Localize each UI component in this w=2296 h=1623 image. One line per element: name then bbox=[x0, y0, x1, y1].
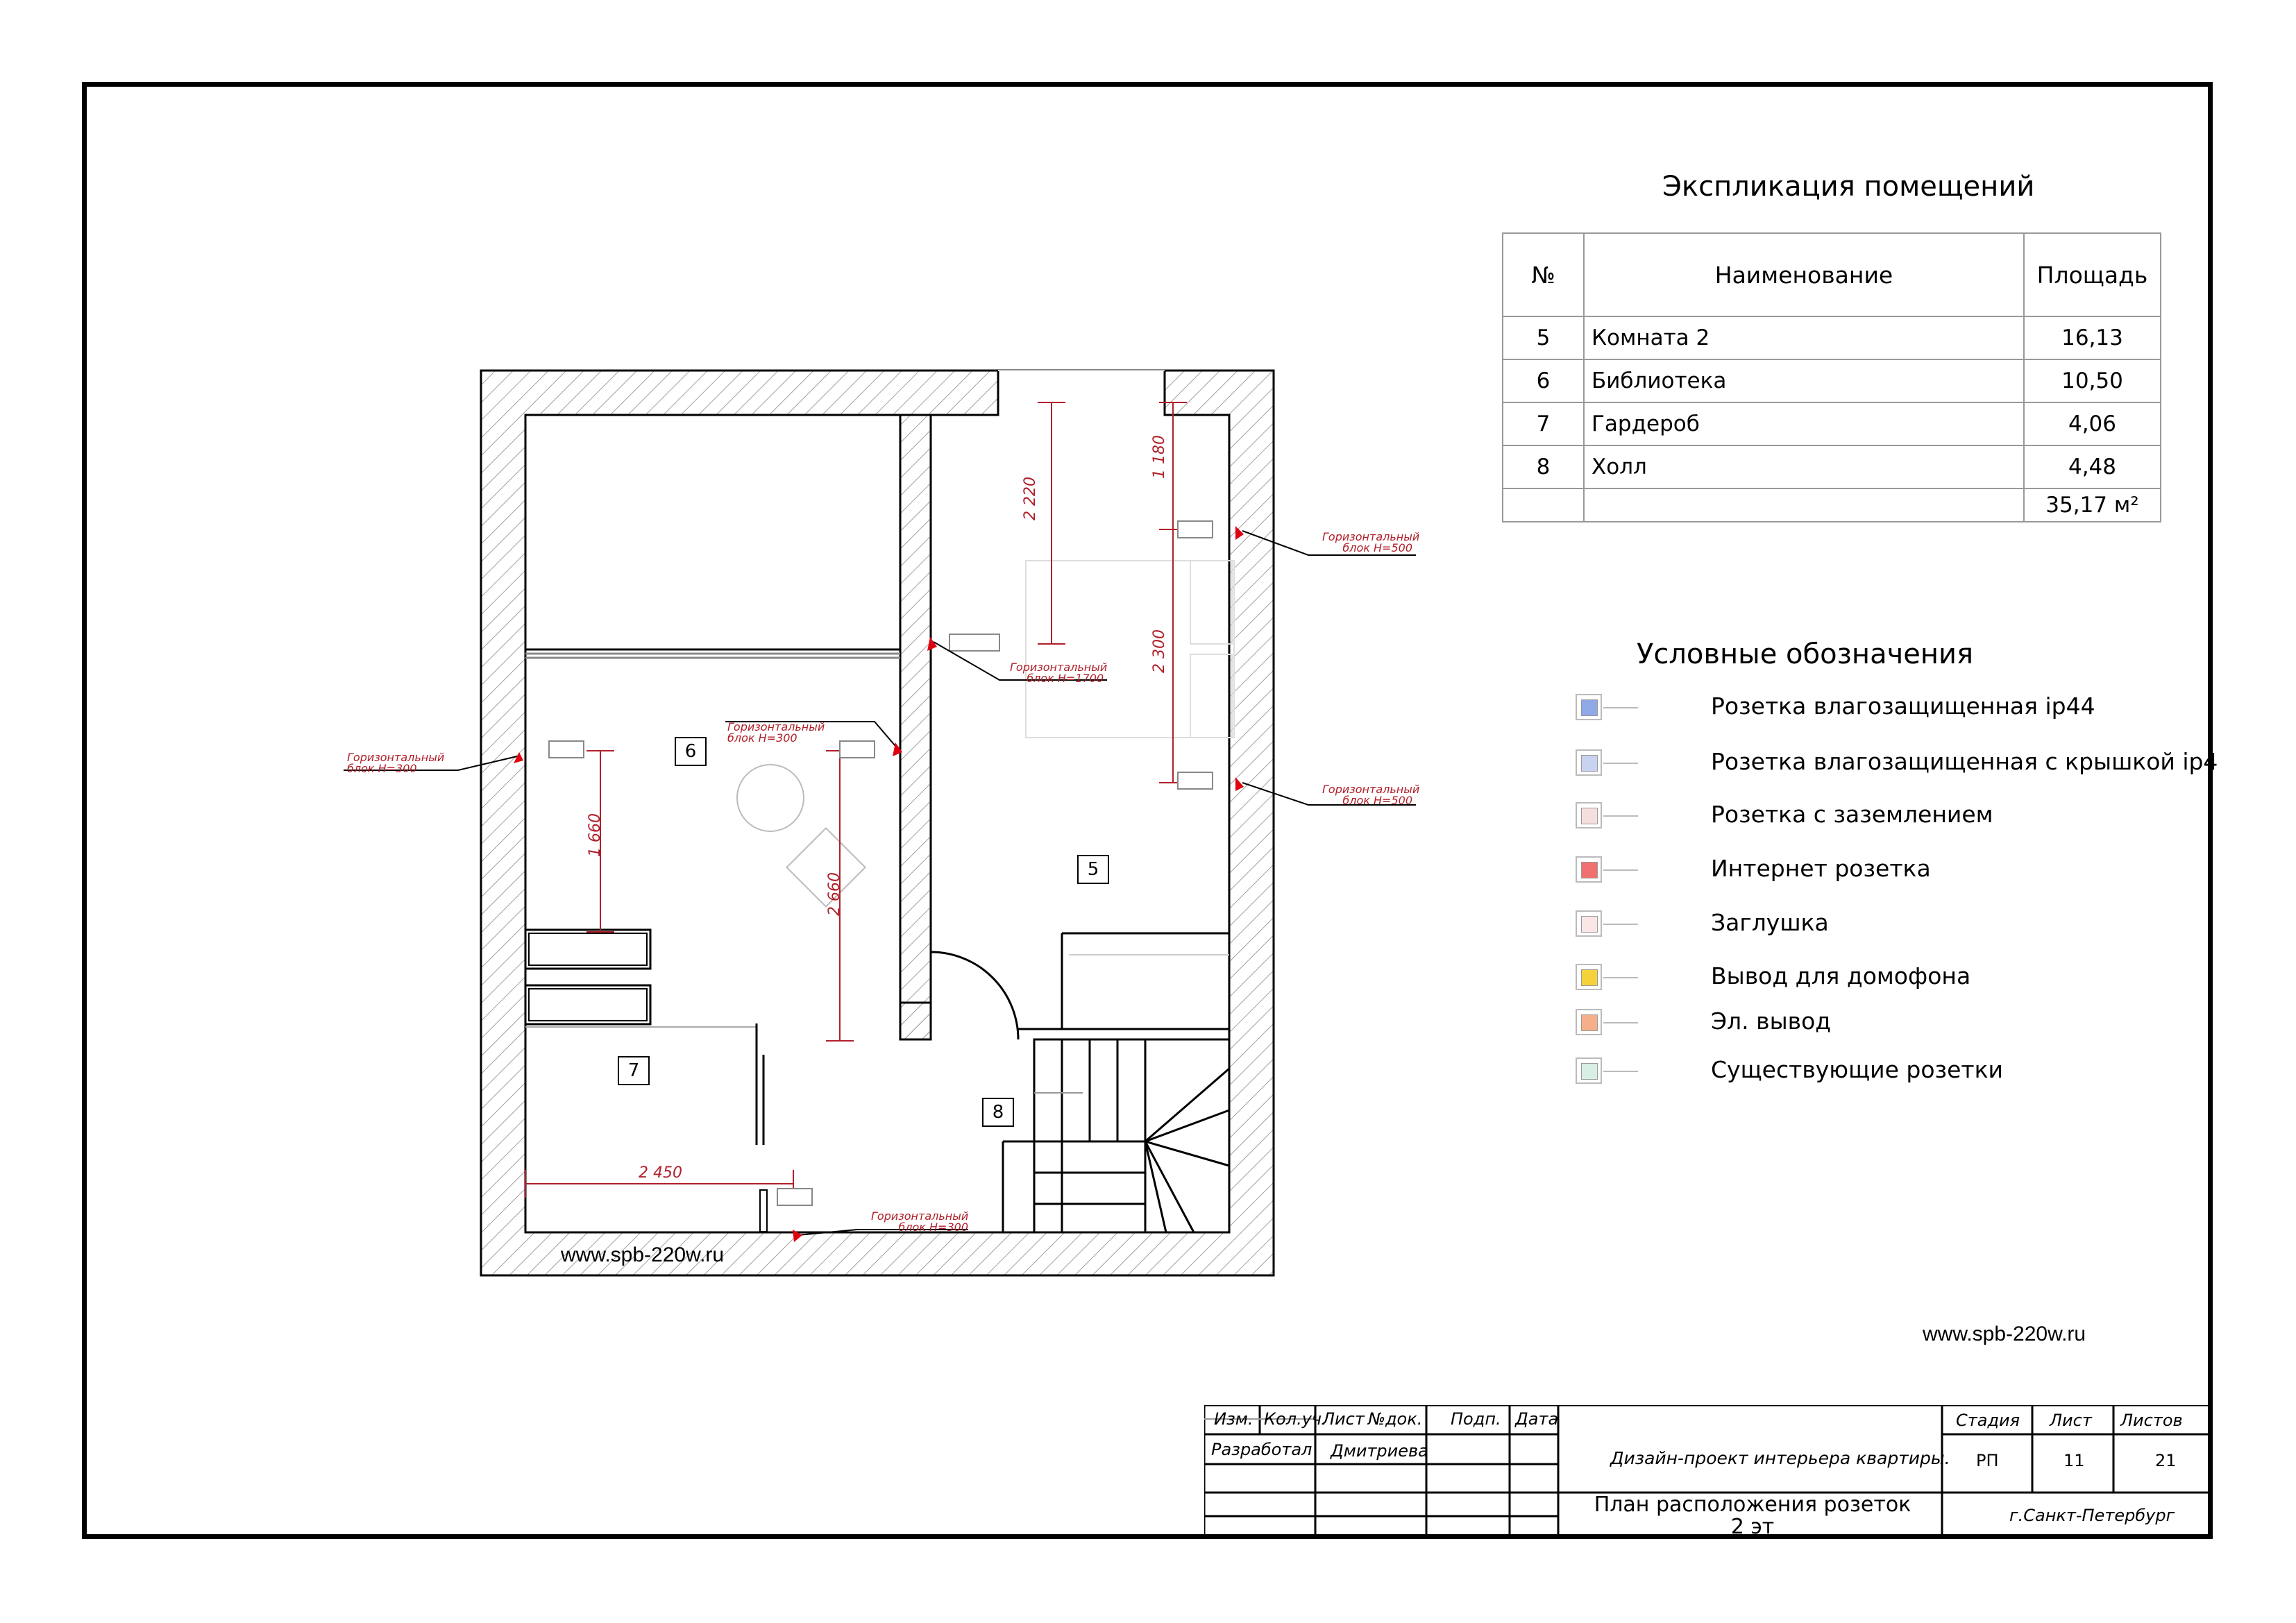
electric-outlet-icon bbox=[1576, 1009, 1638, 1035]
dimension-label: 2 450 bbox=[639, 1164, 682, 1182]
dimension-label: 1 180 bbox=[1151, 435, 1168, 479]
legend-label: Существующие розетки bbox=[1711, 1056, 2003, 1083]
row-name: Гардероб bbox=[1583, 402, 2025, 446]
column-header-number: № bbox=[1502, 232, 1585, 317]
socket-ip44-icon bbox=[1576, 694, 1638, 720]
stamp-col-sign: Подп. bbox=[1451, 1409, 1501, 1429]
stamp-col-change: Изм. bbox=[1214, 1409, 1253, 1429]
stamp-project: Дизайн-проект интерьера квартиры. bbox=[1610, 1448, 1950, 1468]
stamp-city: г.Санкт-Петербург bbox=[2009, 1506, 2175, 1525]
row-number: 6 bbox=[1502, 359, 1585, 403]
table-header-row: № Наименование Площадь bbox=[1502, 232, 2161, 317]
stamp-sheet-title: План расположения розеток 2 эт bbox=[1594, 1493, 1911, 1539]
socket-blocks bbox=[548, 520, 1213, 1206]
stamp-sheets: 21 bbox=[2155, 1451, 2177, 1470]
column-header-name: Наименование bbox=[1583, 232, 2025, 317]
total-area: 35,17 м² bbox=[2023, 488, 2161, 522]
title-block-grid bbox=[1204, 1405, 2213, 1539]
table-row: 7 Гардероб 4,06 bbox=[1502, 402, 2161, 446]
drawing-frame bbox=[82, 82, 2213, 1539]
legend-label: Заглушка bbox=[1711, 909, 1829, 936]
socket-ground-icon bbox=[1576, 802, 1638, 829]
dimension-label: 1 660 bbox=[586, 813, 604, 857]
row-number: 5 bbox=[1502, 316, 1585, 360]
room-label: 7 bbox=[618, 1056, 650, 1085]
row-name: Комната 2 bbox=[1583, 316, 2025, 360]
legend-label: Розетка влагозащищенная ip44 bbox=[1711, 692, 2095, 720]
stamp-sheet-label: Лист bbox=[2050, 1411, 2092, 1430]
plan-watermark: www.spb-220w.ru bbox=[561, 1243, 725, 1266]
row-area: 4,48 bbox=[2023, 445, 2161, 489]
internet-socket-icon bbox=[1576, 856, 1638, 883]
stamp-stage-label: Стадия bbox=[1956, 1411, 2020, 1430]
row-area: 4,06 bbox=[2023, 402, 2161, 446]
table-total-row: 35,17 м² bbox=[1502, 488, 2161, 522]
dimension-label: 2 300 bbox=[1151, 629, 1168, 673]
dimension-label: 2 220 bbox=[1022, 477, 1039, 520]
row-name: Библиотека bbox=[1583, 359, 2025, 403]
stamp-col-doc: №док. bbox=[1368, 1409, 1423, 1429]
stamp-stage: РП bbox=[1976, 1451, 1999, 1470]
explication-title: Экспликация помещений bbox=[1662, 171, 2035, 203]
stamp-col-date: Дата bbox=[1515, 1409, 1559, 1429]
stamp-developer-name: Дмитриева bbox=[1331, 1441, 1428, 1461]
stamp-developer-label: Разработал bbox=[1211, 1440, 1312, 1459]
stamp-col-sheet: Лист bbox=[1322, 1409, 1365, 1429]
row-number: 8 bbox=[1502, 445, 1585, 489]
stamp-sheet: 11 bbox=[2063, 1451, 2085, 1470]
furniture bbox=[524, 414, 1235, 1232]
table-row: 8 Холл 4,48 bbox=[1502, 445, 2161, 489]
stamp-col-count: Кол.уч. bbox=[1264, 1409, 1327, 1429]
row-name: Холл bbox=[1583, 445, 2025, 489]
socket-cover-icon bbox=[1576, 749, 1638, 776]
column-header-area: Площадь bbox=[2023, 232, 2161, 317]
table-row: 6 Библиотека 10,50 bbox=[1502, 359, 2161, 403]
row-number: 7 bbox=[1502, 402, 1585, 446]
existing-socket-icon bbox=[1576, 1057, 1638, 1084]
row-area: 16,13 bbox=[2023, 316, 2161, 360]
legend-title: Условные обозначения bbox=[1637, 638, 1974, 670]
legend-label: Интернет розетка bbox=[1711, 855, 1931, 882]
callout-leaders bbox=[344, 530, 1416, 1236]
dimension-label: 2 660 bbox=[826, 872, 843, 916]
legend-label: Розетка с заземлением bbox=[1711, 801, 1993, 828]
intercom-icon bbox=[1576, 964, 1638, 990]
explication-table: № Наименование Площадь 5 Комната 2 16,13… bbox=[1502, 232, 2161, 522]
stamp-sheets-label: Листов bbox=[2120, 1411, 2183, 1430]
room-label: 8 bbox=[982, 1098, 1014, 1127]
staircase bbox=[1002, 1038, 1231, 1234]
room-label: 6 bbox=[675, 737, 707, 766]
room-label: 5 bbox=[1077, 855, 1109, 884]
socket-markers bbox=[514, 526, 1244, 1242]
legend-label: Розетка влагозащищенная с крышкой ip4 bbox=[1711, 748, 2218, 775]
title-block: Изм. Кол.уч. Лист №док. Подп. Дата Разра… bbox=[1204, 1405, 2213, 1539]
row-area: 10,50 bbox=[2023, 359, 2161, 403]
legend-label: Вывод для домофона bbox=[1711, 962, 1971, 989]
table-row: 5 Комната 2 16,13 bbox=[1502, 316, 2161, 360]
plug-icon bbox=[1576, 910, 1638, 937]
sheet-watermark: www.spb-220w.ru bbox=[1923, 1323, 2086, 1345]
legend-label: Эл. вывод bbox=[1711, 1008, 1832, 1035]
walls bbox=[480, 369, 1275, 1277]
